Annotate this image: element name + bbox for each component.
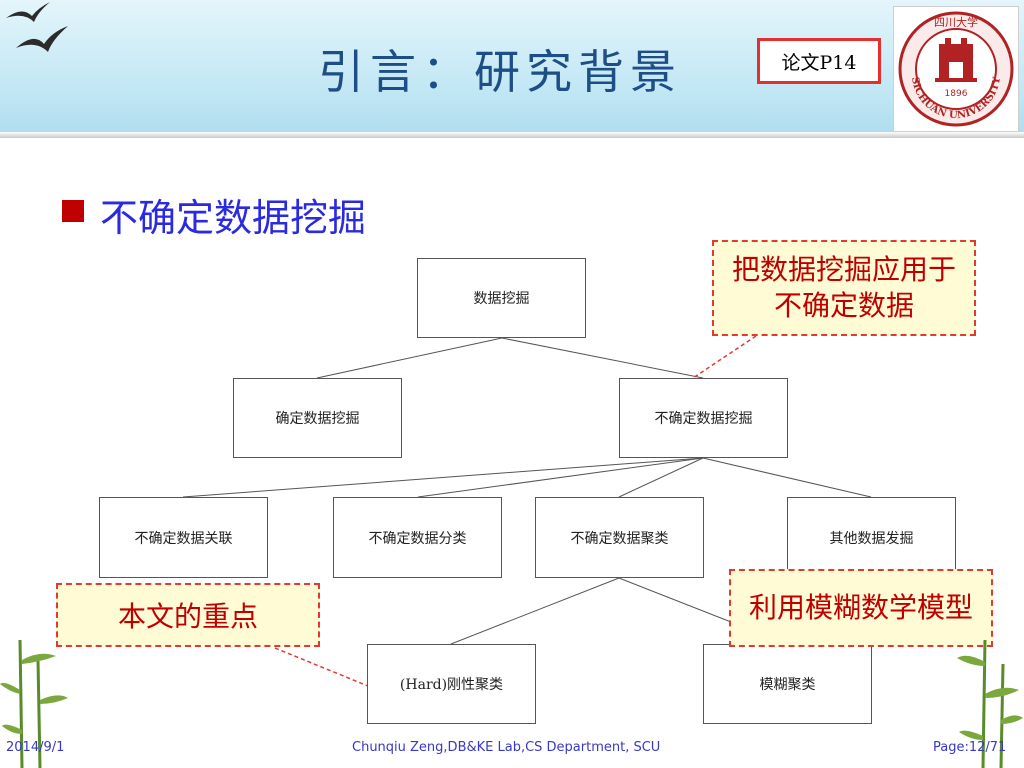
bamboo-left-decoration-icon (0, 640, 68, 768)
footer-page-number: Page:12/71 (933, 740, 1007, 755)
slide-title: 引言：研究背景 (318, 45, 682, 99)
node-fuzzy-clustering: 模糊聚类 (703, 644, 872, 724)
node-certain-mining: 确定数据挖掘 (233, 378, 402, 458)
footer-author: Chunqiu Zeng,DB&KE Lab,CS Department, SC… (352, 740, 661, 755)
bamboo-right-decoration-icon (957, 640, 1023, 768)
node-uncertain-clustering: 不确定数据聚类 (535, 497, 704, 578)
callout-apply-mining: 把数据挖掘应用于不确定数据 (712, 240, 976, 336)
node-other-mining: 其他数据发掘 (787, 497, 956, 578)
callout-focus-of-paper: 本文的重点 (56, 583, 320, 647)
callout-fuzzy-math-model: 利用模糊数学模型 (729, 569, 993, 647)
bullet-marker (62, 200, 84, 222)
birds-decoration-icon (6, 2, 68, 52)
paper-reference-box: 论文P14 (757, 38, 881, 84)
node-data-mining: 数据挖掘 (417, 258, 586, 338)
university-logo: SICHUAN UNIVERSITY 四川大学 1896 (893, 6, 1019, 132)
node-uncertain-classification: 不确定数据分类 (333, 497, 502, 578)
node-uncertain-association: 不确定数据关联 (99, 497, 268, 578)
node-hard-clustering: (Hard)刚性聚类 (367, 644, 536, 724)
logo-top-text: 四川大学 (934, 15, 978, 29)
bullet-heading: 不确定数据挖掘 (100, 196, 367, 240)
footer-date: 2014/9/1 (6, 740, 65, 755)
header-divider (0, 132, 1024, 138)
logo-year: 1896 (945, 89, 968, 99)
node-uncertain-mining: 不确定数据挖掘 (619, 378, 788, 458)
